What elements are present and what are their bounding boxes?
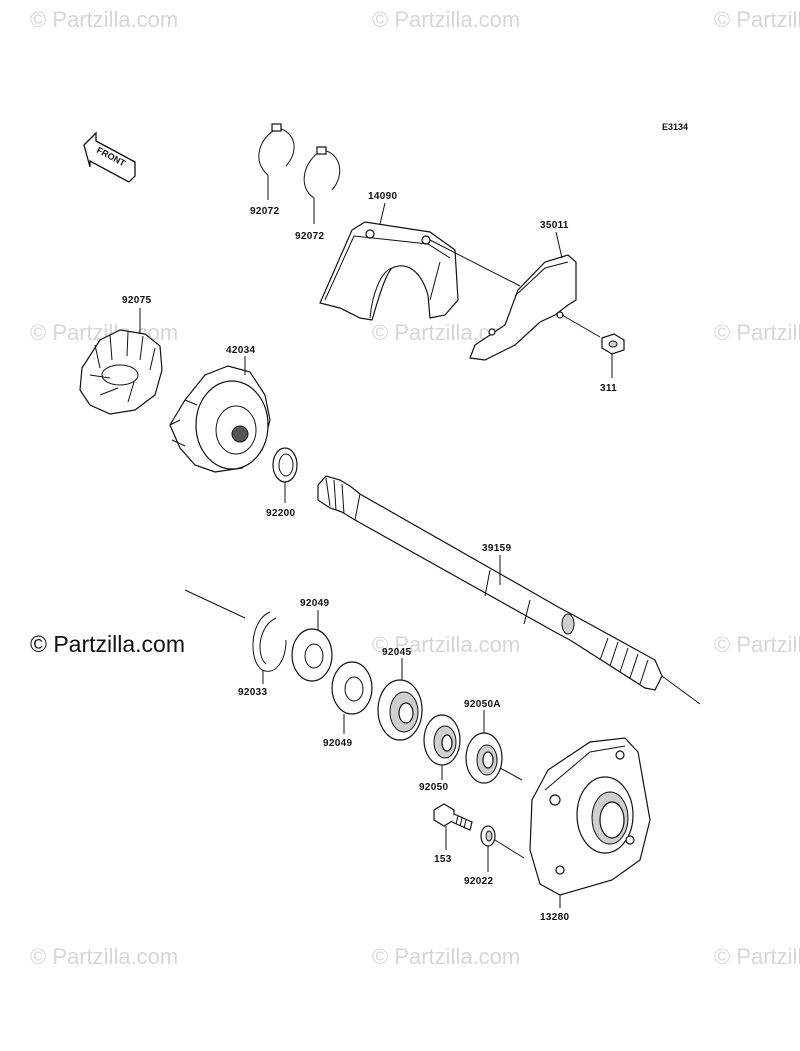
label-39159[interactable]: 39159 <box>482 543 511 554</box>
label-92045[interactable]: 92045 <box>382 647 411 658</box>
label-92049-b[interactable]: 92049 <box>323 738 352 749</box>
washer-92200 <box>272 447 298 503</box>
washer-92049-a <box>291 610 333 682</box>
front-arrow-icon: FRONT <box>83 131 136 183</box>
label-13280[interactable]: 13280 <box>540 912 569 923</box>
coupling-42034 <box>169 356 271 473</box>
label-92050[interactable]: 92050 <box>419 782 448 793</box>
label-92022[interactable]: 92022 <box>464 876 493 887</box>
bolt-153 <box>433 803 473 850</box>
label-35011[interactable]: 35011 <box>540 220 569 231</box>
watermark-bottom-right: © Partzilla.com <box>714 944 800 969</box>
washer-92049-b <box>331 661 373 734</box>
label-153[interactable]: 153 <box>434 854 452 865</box>
shaft-39159 <box>184 475 701 705</box>
label-92072-b[interactable]: 92072 <box>295 231 324 242</box>
diagram-code: E3134 <box>662 122 688 132</box>
label-92033[interactable]: 92033 <box>238 687 267 698</box>
label-92049-a[interactable]: 92049 <box>300 598 329 609</box>
clip-92072-b <box>303 146 341 224</box>
watermark-top-left: © Partzilla.com <box>30 7 178 32</box>
seal-92050A <box>465 710 523 784</box>
watermark-top-right: © Partzilla.com <box>714 7 800 32</box>
snap-ring-92033 <box>252 611 287 684</box>
watermark-bottom-center: © Partzilla.com <box>372 944 520 969</box>
housing-13280 <box>529 737 651 908</box>
washer-92022 <box>480 825 525 872</box>
watermark-lower-center: © Partzilla.com <box>372 632 520 657</box>
bracket-35011 <box>469 231 601 361</box>
watermark-top-center: © Partzilla.com <box>372 7 520 32</box>
clip-92072-a <box>258 123 295 200</box>
label-42034[interactable]: 42034 <box>226 345 255 356</box>
bearing-92050 <box>423 714 461 780</box>
watermark-lower-right: © Partzilla.com <box>714 632 800 657</box>
watermark-bottom-left: © Partzilla.com <box>30 944 178 969</box>
watermark-mid-right: © Partzilla.com <box>714 320 800 345</box>
label-14090[interactable]: 14090 <box>368 191 397 202</box>
watermark-main: © Partzilla.com <box>30 631 185 657</box>
bearing-92045 <box>377 658 423 741</box>
label-92075[interactable]: 92075 <box>122 295 151 306</box>
label-92072-a[interactable]: 92072 <box>250 206 279 217</box>
cover-14090 <box>319 202 521 321</box>
nut-311 <box>601 333 625 378</box>
label-92050A[interactable]: 92050A <box>464 699 501 710</box>
watermarks: © Partzilla.com © Partzilla.com © Partzi… <box>30 7 800 969</box>
label-311[interactable]: 311 <box>600 383 617 394</box>
damper-92075 <box>79 308 163 415</box>
label-92200[interactable]: 92200 <box>266 508 295 519</box>
part-labels: 92072 92072 14090 35011 311 92075 42034 … <box>122 191 617 923</box>
